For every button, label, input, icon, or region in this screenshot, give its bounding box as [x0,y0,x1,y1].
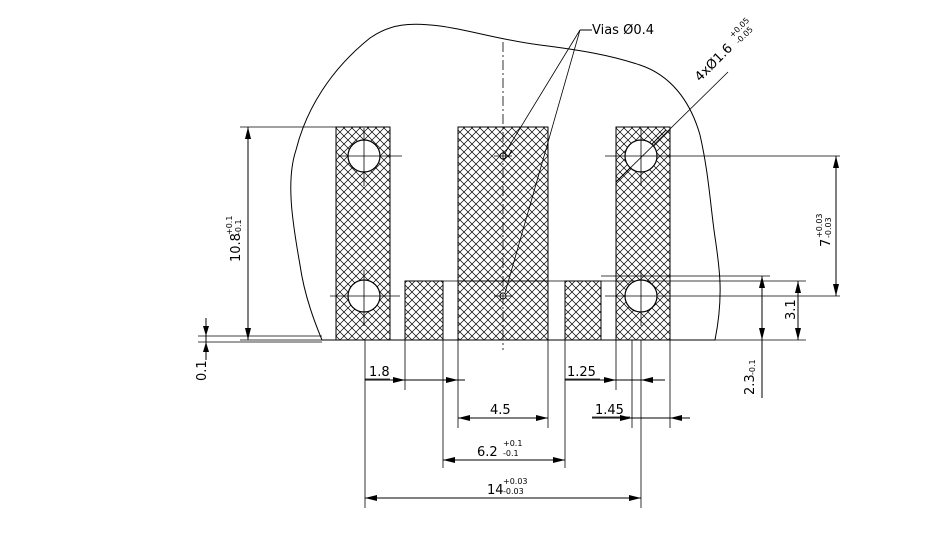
dim-hole-spacing: 7 +0.03 -0.03 [815,213,834,247]
holes-leader [615,71,729,183]
holes-callout: 4xØ1.6 +0.05 -0.05 [692,16,755,85]
svg-text:10.8: 10.8 [229,233,244,262]
dim-1-25: 1.25 [567,365,596,380]
svg-text:+0.03: +0.03 [503,477,528,486]
pad-small-right [564,280,602,341]
dim-lower-offset: 2.3 -0.1 [743,359,758,395]
svg-text:4xØ1.6: 4xØ1.6 [692,41,736,85]
svg-text:14: 14 [487,483,504,498]
vias-leader-bottom [504,29,581,294]
svg-text:6.2: 6.2 [477,445,498,460]
board-break-outline [290,23,721,341]
hole-bottom-right [605,270,840,326]
vias-leader-top [504,29,581,154]
svg-text:7: 7 [819,239,834,247]
svg-text:+0.1: +0.1 [225,216,234,235]
dim-6-2: 6.2 +0.1 -0.1 [477,439,522,460]
hole-top-left [338,128,402,186]
svg-text:-0.1: -0.1 [234,219,243,235]
svg-text:+0.1: +0.1 [503,439,522,448]
svg-text:-0.03: -0.03 [503,487,524,496]
svg-text:+0.03: +0.03 [815,213,824,238]
svg-text:-0.1: -0.1 [748,359,757,375]
pad-small-left [404,280,444,341]
dim-1-45: 1.45 [595,403,624,418]
svg-text:2.3: 2.3 [743,374,758,395]
dim-1-8: 1.8 [369,365,390,380]
dim-14: 14 +0.03 -0.03 [487,477,528,498]
svg-text:3.1: 3.1 [784,299,799,320]
hole-bottom-left [330,270,400,326]
svg-text:0.1: 0.1 [195,360,210,381]
svg-text:-0.1: -0.1 [503,449,519,458]
hole-top-right [605,128,840,186]
dim-gap-left: 0.1 [195,360,210,381]
dim-4-5: 4.5 [490,403,511,418]
dim-pad-height: 3.1 [784,299,799,320]
dim-height-total: 10.8 +0.1 -0.1 [225,216,244,262]
pad-center-tall [457,126,549,341]
vias-label: Vias Ø0.4 [592,23,654,38]
svg-text:-0.03: -0.03 [824,217,833,238]
